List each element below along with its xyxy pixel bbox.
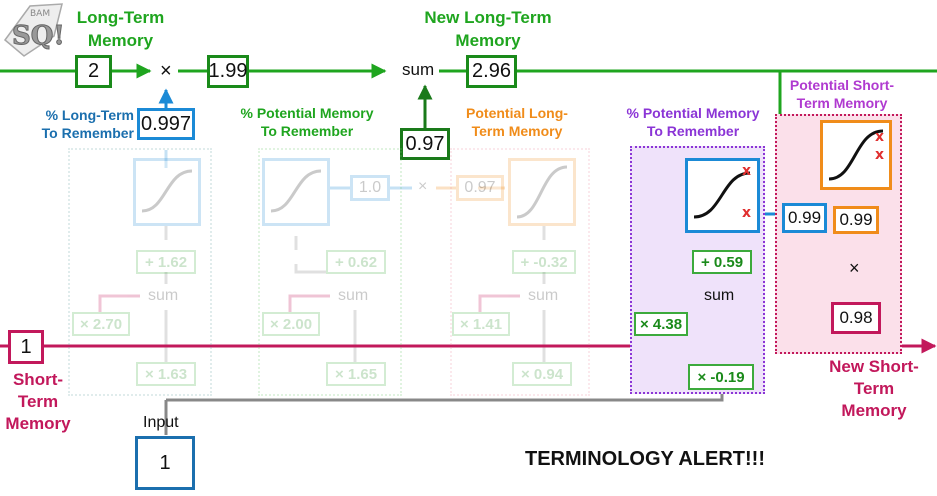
new-short-term-memory-label: New Short- Term Memory [818, 356, 930, 422]
bias-box: + 1.62 [136, 250, 196, 274]
input-box: 1 [135, 436, 195, 490]
stage-panel [258, 148, 402, 396]
label-line: To Remember [41, 125, 134, 141]
input-weight-box: × 1.65 [326, 362, 386, 386]
new-short-term-box: 0.98 [831, 302, 881, 334]
input-gate-output-box: 1.0 [350, 175, 390, 201]
label-line: % Potential Memory [626, 105, 760, 121]
sigmoid-icon [270, 169, 322, 213]
label-line: Memory [5, 414, 71, 433]
svg-text:BAM: BAM [30, 9, 50, 19]
bias-box: + 0.62 [326, 250, 386, 274]
label-line: New Short- [829, 357, 919, 376]
potential-short-term-memory-label: Potential Short- Term Memory [780, 76, 904, 112]
sum-operator: sum [338, 287, 369, 304]
output-gate-output-box: 0.99 [782, 203, 827, 233]
sigmoid-plot [262, 158, 330, 226]
sigmoid-icon [141, 169, 193, 213]
sum-operator: sum [402, 60, 435, 79]
label-line: Potential Short- [789, 77, 895, 93]
tanh-icon: x x [828, 129, 884, 181]
label-line: Term [17, 392, 59, 411]
stage-panel [450, 148, 590, 396]
output-input-weight-box: × -0.19 [688, 364, 754, 390]
sum-operator: sum [148, 287, 179, 304]
label-line: To Remember [646, 123, 740, 139]
new-long-term-memory-label: New Long-Term Memory [408, 6, 568, 52]
tanh-plot: x x [820, 120, 892, 190]
terminology-alert: TERMINOLOGY ALERT!!! [525, 448, 765, 470]
statquest-logo: SQ! BAM [0, 0, 68, 60]
short-term-memory-label: Short- Term Memory [0, 369, 76, 435]
label-line: Term Memory [471, 123, 563, 139]
multiply-operator: × [418, 178, 428, 195]
label-line: New Long-Term [424, 8, 552, 27]
sum-operator: sum [528, 287, 559, 304]
label-line: Memory [455, 31, 521, 50]
output-sigmoid-plot: x x [685, 158, 760, 233]
short-weight-box: × 2.70 [72, 312, 130, 336]
pct-potential-memory-to-remember-faint-label: % Potential Memory To Remember [232, 104, 382, 140]
label-line: Term [853, 379, 895, 398]
label-line: % Potential Memory [240, 105, 374, 121]
new-long-term-box: 2.96 [466, 55, 517, 88]
label-line: Memory [841, 401, 907, 420]
label-line: Memory [87, 31, 154, 50]
sigmoid-plot [133, 158, 201, 226]
added-memory-box: 0.97 [400, 128, 450, 160]
svg-text:x: x [742, 205, 751, 221]
output-bias-box: + 0.59 [692, 250, 752, 274]
input-weight-box: × 1.63 [136, 362, 196, 386]
long-term-memory-label: Long-Term Memory [58, 6, 183, 52]
input-label: Input [143, 414, 179, 431]
output-sum-operator: sum [704, 287, 735, 304]
output-short-weight-box: × 4.38 [634, 312, 688, 336]
stage-panel [68, 148, 212, 396]
svg-text:SQ!: SQ! [12, 21, 65, 51]
label-line: Term Memory [796, 95, 888, 111]
pct-long-term-to-remember-label: % Long-Term To Remember [18, 106, 134, 142]
label-line: Long-Term [76, 8, 165, 27]
label-line: To Remember [260, 123, 354, 139]
logo-icon: SQ! BAM [3, 3, 65, 57]
long-term-after-forget-box: 1.99 [207, 55, 249, 88]
label-line: % Long-Term [45, 107, 134, 123]
long-term-input-box: 2 [75, 55, 112, 88]
short-term-input-box: 1 [8, 330, 44, 364]
label-line: Short- [12, 370, 64, 389]
short-weight-box: × 1.41 [452, 312, 510, 336]
svg-text:x: x [875, 129, 884, 145]
multiply-operator: × [160, 60, 172, 82]
tanh-output-box: 0.99 [833, 206, 879, 234]
forget-gate-output-box: 0.997 [137, 108, 195, 140]
pct-potential-memory-to-remember-label: % Potential Memory To Remember [614, 104, 772, 140]
svg-text:x: x [875, 147, 884, 163]
label-line: Potential Long- [466, 105, 568, 121]
sigmoid-icon: x x [693, 163, 751, 221]
svg-text:x: x [742, 163, 751, 179]
potential-long-term-memory-label: Potential Long- Term Memory [452, 104, 582, 140]
candidate-output-box: 0.97 [456, 175, 504, 201]
input-weight-box: × 0.94 [512, 362, 572, 386]
short-weight-box: × 2.00 [262, 312, 320, 336]
tanh-plot [508, 158, 576, 226]
tanh-icon [516, 165, 568, 219]
multiply-operator: × [849, 258, 860, 278]
bias-box: + -0.32 [512, 250, 576, 274]
